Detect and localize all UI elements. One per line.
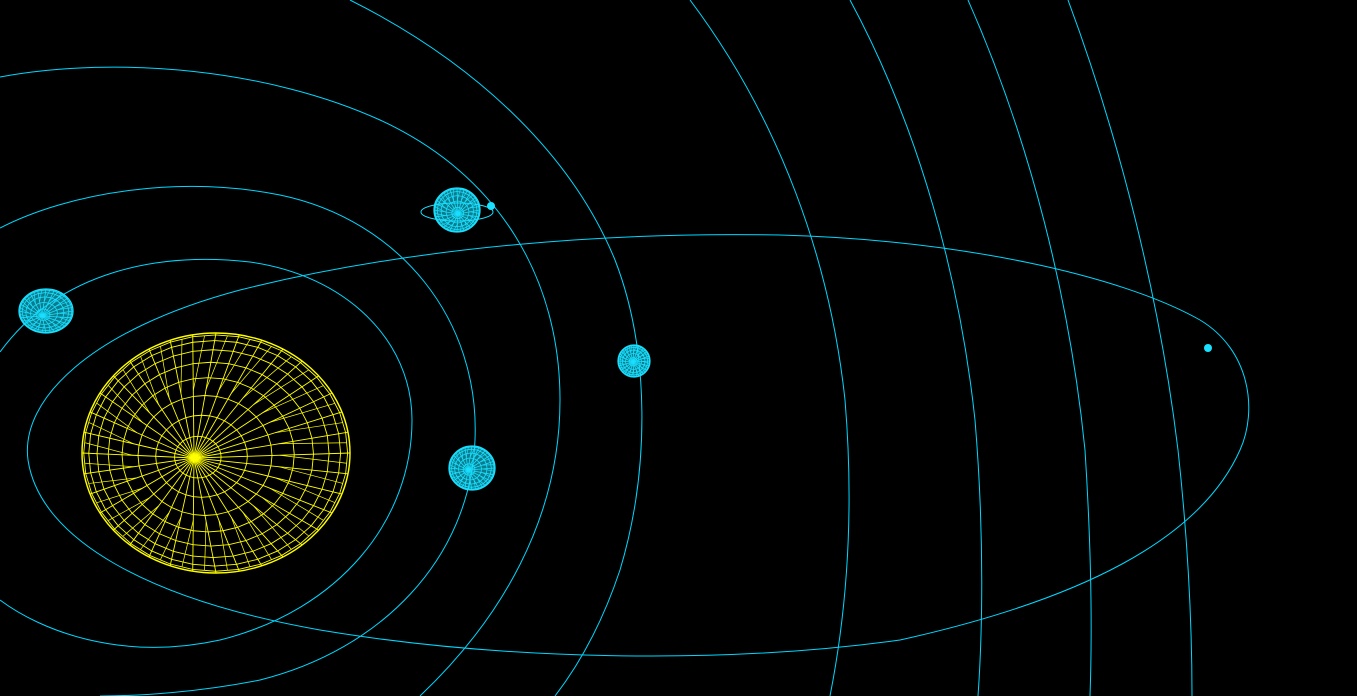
planet-3	[617, 344, 651, 378]
orbit-8	[1067, 0, 1193, 696]
orbit-7	[967, 0, 1092, 696]
planet-2	[433, 187, 481, 233]
sun	[81, 332, 351, 574]
orbit-1	[0, 259, 413, 648]
orbit-5	[689, 0, 850, 696]
orbits	[0, 0, 1250, 696]
small-body	[1204, 344, 1212, 352]
orbit-4	[349, 0, 643, 696]
planets	[18, 187, 1212, 491]
orbit-3	[0, 66, 561, 696]
orbit-2	[0, 186, 476, 696]
planet-1	[18, 288, 74, 334]
planet-ring	[420, 202, 494, 222]
planet-4	[448, 445, 496, 491]
orbit-eccentric	[26, 234, 1250, 657]
moon	[487, 202, 495, 210]
